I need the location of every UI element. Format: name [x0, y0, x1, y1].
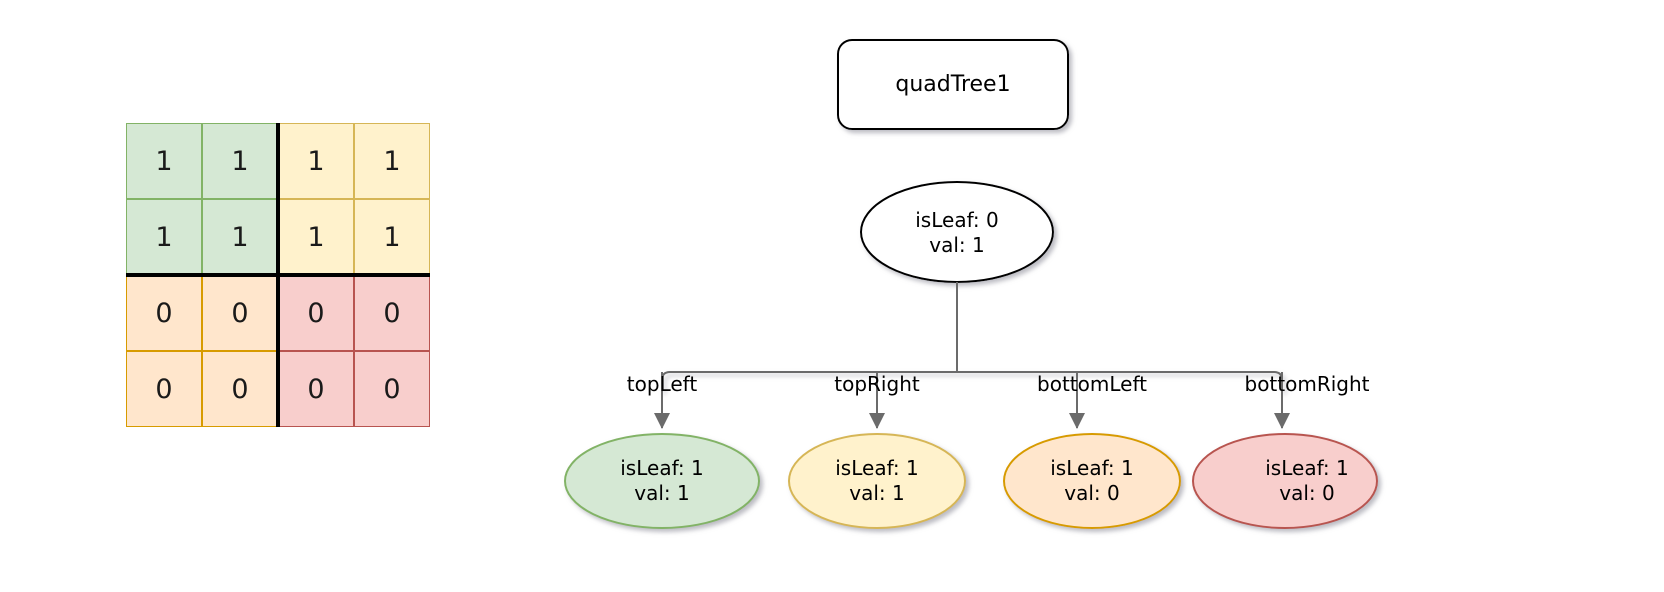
matrix-quadrant-top-left: 1 1 1 1 — [126, 123, 278, 275]
matrix-cell: 1 — [278, 199, 354, 275]
leaf-node-topright[interactable] — [788, 433, 966, 529]
matrix-cell: 0 — [202, 275, 278, 351]
matrix-cell: 0 — [354, 275, 430, 351]
leaf-node-bottomright[interactable] — [1192, 433, 1378, 529]
matrix-cell: 0 — [278, 351, 354, 427]
matrix-cell: 0 — [126, 351, 202, 427]
edge-label-topright: topRight — [834, 372, 920, 396]
matrix-cell: 0 — [278, 275, 354, 351]
matrix-cell: 1 — [278, 123, 354, 199]
leaf-node-topleft[interactable] — [564, 433, 760, 529]
leaf-node-bottomleft[interactable] — [1003, 433, 1181, 529]
matrix-cell: 1 — [126, 123, 202, 199]
matrix-cell: 1 — [202, 123, 278, 199]
matrix-quadrant-top-right: 1 1 1 1 — [278, 123, 430, 275]
edge-label-topleft: topLeft — [626, 372, 698, 396]
root-ellipse-node[interactable] — [860, 181, 1054, 283]
edge-label-bottomright: bottomRight — [1244, 372, 1370, 396]
root-box[interactable] — [837, 39, 1069, 130]
matrix-cell: 1 — [354, 123, 430, 199]
matrix-cell: 1 — [354, 199, 430, 275]
matrix-cell: 0 — [126, 275, 202, 351]
matrix-cell: 0 — [354, 351, 430, 427]
matrix-quadrant-bottom-left: 0 0 0 0 — [126, 275, 278, 427]
matrix-cell: 1 — [126, 199, 202, 275]
matrix-cell: 0 — [202, 351, 278, 427]
matrix-horizontal-divider — [126, 273, 430, 277]
edge-label-bottomleft: bottomLeft — [1037, 372, 1147, 396]
matrix-quadrant-bottom-right: 0 0 0 0 — [278, 275, 430, 427]
matrix-grid: 1 1 1 1 1 1 1 1 0 0 0 0 0 0 0 0 — [126, 123, 430, 427]
